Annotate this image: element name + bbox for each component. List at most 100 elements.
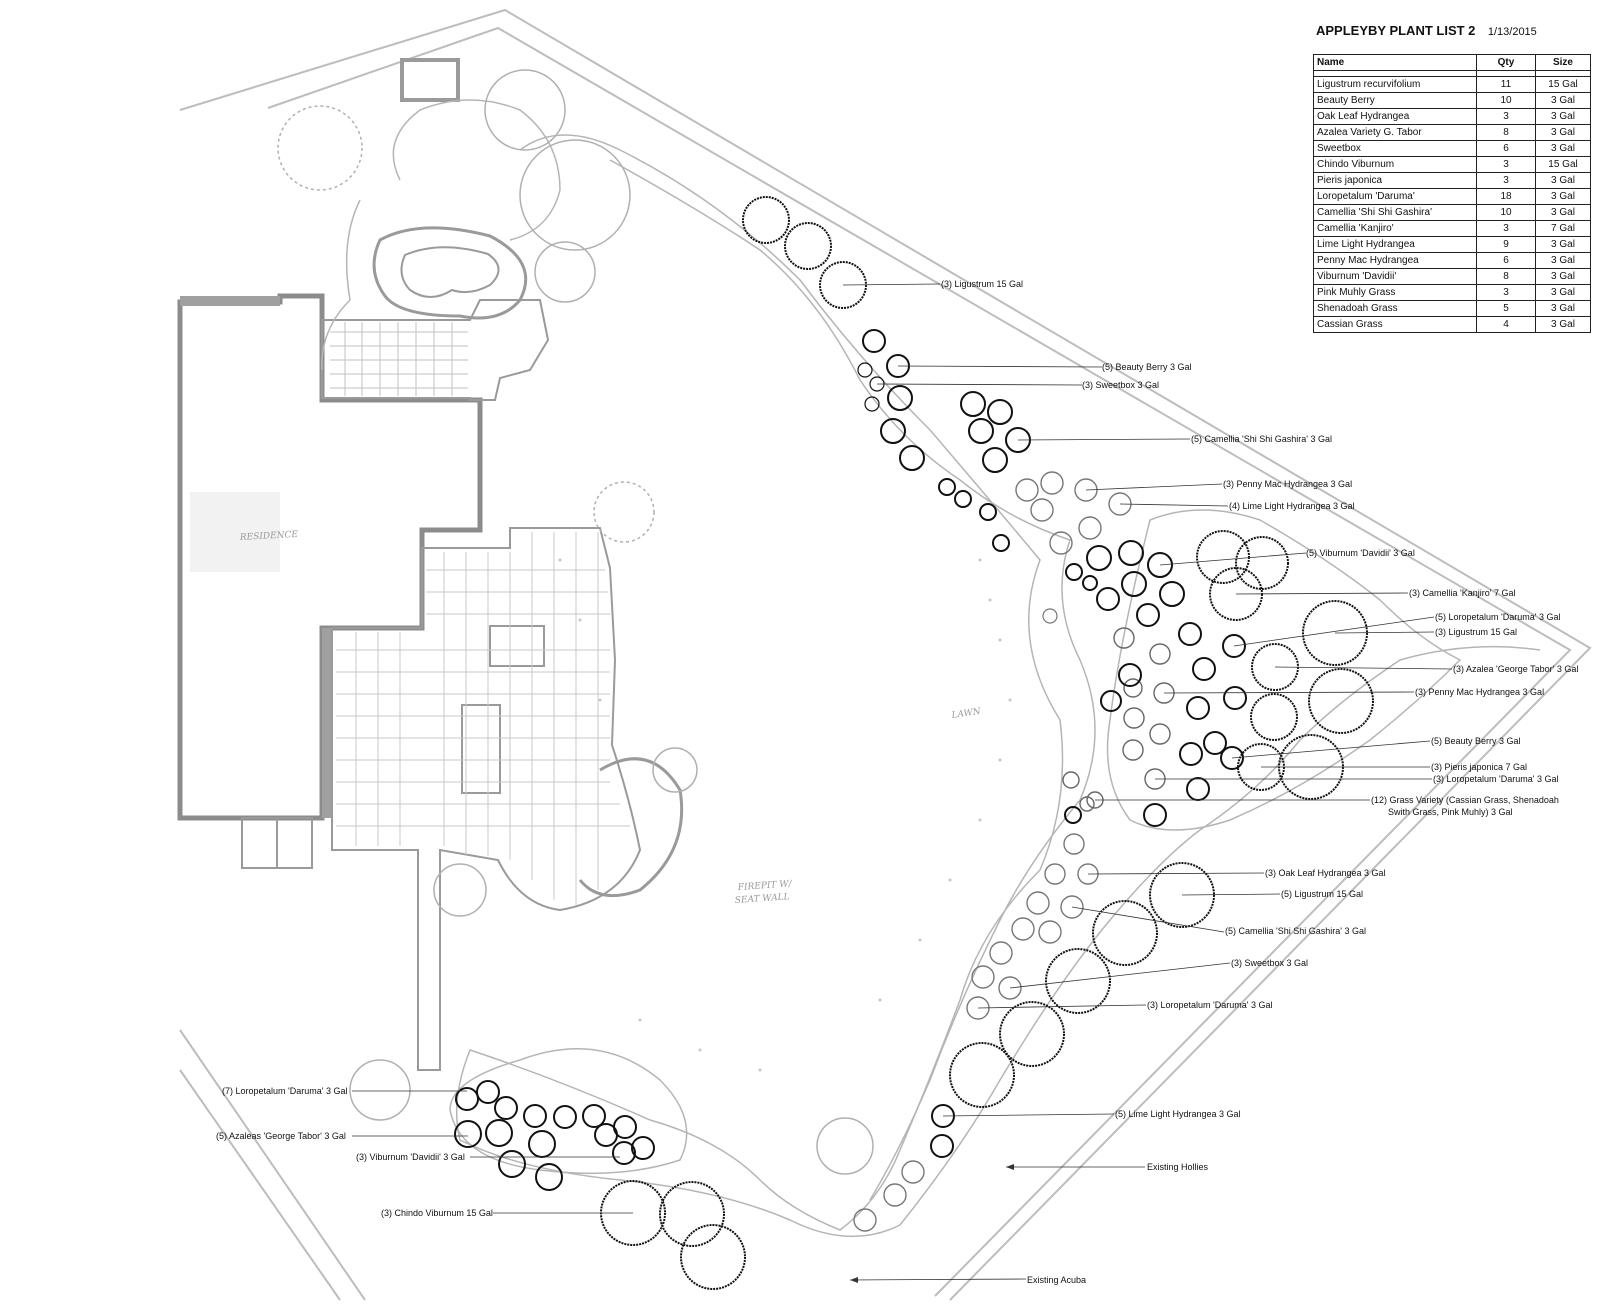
- plant-qty: 3: [1476, 172, 1536, 189]
- plant-qty: 5: [1476, 300, 1536, 317]
- plant-size: 3 Gal: [1535, 124, 1591, 141]
- callout-oak-leaf: (3) Oak Leaf Hydrangea 3 Gal: [1265, 868, 1386, 878]
- callout-penny-mac-top: (3) Penny Mac Hydrangea 3 Gal: [1223, 479, 1352, 489]
- plant-size: 15 Gal: [1535, 156, 1591, 173]
- plant-list-date: 1/13/2015: [1487, 26, 1537, 38]
- plant-qty: 9: [1476, 236, 1536, 253]
- callout-lime-light-top: (4) Lime Light Hydrangea 3 Gal: [1229, 501, 1355, 511]
- main-patio: [331, 527, 684, 1071]
- back-patio-grid: [330, 322, 468, 396]
- plant-qty: 8: [1476, 124, 1536, 141]
- planting-beds: [321, 99, 1541, 1238]
- property-boundary: [179, 8, 1592, 1301]
- plant-size: 3 Gal: [1535, 188, 1591, 205]
- callout-labels: (3) Ligustrum 15 Gal (5) Beauty Berry 3 …: [216, 279, 1578, 1285]
- plant-list-header-row: Name Qty Size: [1313, 54, 1591, 71]
- callout-loropetalum-5: (5) Loropetalum 'Daruma' 3 Gal: [1435, 612, 1561, 622]
- plant-list-title: APPLEYBY PLANT LIST 2: [1316, 23, 1476, 38]
- callout-sweetbox-low: (3) Sweetbox 3 Gal: [1231, 958, 1308, 968]
- plant-list-title-block: APPLEYBY PLANT LIST 2 1/13/2015: [1316, 22, 1537, 40]
- plant-size: 3 Gal: [1535, 316, 1591, 333]
- plant-name: Camellia 'Kanjiro': [1313, 220, 1477, 237]
- callout-ligustrum-top: (3) Ligustrum 15 Gal: [941, 279, 1023, 289]
- callout-pieris: (3) Pieris japonica 7 Gal: [1431, 762, 1527, 772]
- residence-label: RESIDENCE: [239, 530, 299, 543]
- callout-lime-light-low: (5) Lime Light Hydrangea 3 Gal: [1115, 1109, 1241, 1119]
- plant-name: Camellia 'Shi Shi Gashira': [1313, 204, 1477, 221]
- callout-existing-hollies: Existing Hollies: [1147, 1162, 1209, 1172]
- plant-qty: 4: [1476, 316, 1536, 333]
- callout-ligustrum-mid: (3) Ligustrum 15 Gal: [1435, 627, 1517, 637]
- existing-shrubs: [277, 69, 874, 1175]
- plant-name: Shenadoah Grass: [1313, 300, 1477, 317]
- plant-qty: 6: [1476, 140, 1536, 157]
- plant-name: Penny Mac Hydrangea: [1313, 252, 1477, 269]
- plant-name: Chindo Viburnum: [1313, 156, 1477, 173]
- main-patio-grid: [336, 532, 630, 905]
- plant-name: Lime Light Hydrangea: [1313, 236, 1477, 253]
- plant-qty: 11: [1476, 76, 1536, 93]
- plant-size: 3 Gal: [1535, 140, 1591, 157]
- lawn-edge-dots: [558, 558, 1012, 1072]
- callout-viburnum-davidii-low: (3) Viburnum 'Davidii' 3 Gal: [356, 1152, 465, 1162]
- plant-qty: 18: [1476, 188, 1536, 205]
- plant-name: Ligustrum recurvifolium: [1313, 76, 1477, 93]
- plant-qty: 3: [1476, 108, 1536, 125]
- plant-qty: 8: [1476, 268, 1536, 285]
- lawn-label: LAWN: [950, 707, 982, 721]
- back-patio: [321, 58, 550, 401]
- plant-name: Cassian Grass: [1313, 316, 1477, 333]
- callout-loropetalum-3b: (3) Loropetalum 'Daruma' 3 Gal: [1147, 1000, 1273, 1010]
- callout-existing-acuba: Existing Acuba: [1027, 1275, 1086, 1285]
- plant-size: 3 Gal: [1535, 92, 1591, 109]
- plant-name: Beauty Berry: [1313, 92, 1477, 109]
- plant-qty: 10: [1476, 92, 1536, 109]
- callout-camellia-kanjiro: (3) Camellia 'Kanjiro' 7 Gal: [1409, 588, 1515, 598]
- plant-name: Viburnum 'Davidii': [1313, 268, 1477, 285]
- callout-grass-line2: Swith Grass, Pink Muhly) 3 Gal: [1388, 807, 1513, 817]
- callout-grass-line1: (12) Grass Variety (Cassian Grass, Shena…: [1371, 795, 1559, 805]
- plant-qty: 3: [1476, 284, 1536, 301]
- plant-name: Oak Leaf Hydrangea: [1313, 108, 1477, 125]
- plant-qty: 6: [1476, 252, 1536, 269]
- plant-name: Azalea Variety G. Tabor: [1313, 124, 1477, 141]
- plant-name: Pieris japonica: [1313, 172, 1477, 189]
- residence-building: [177, 293, 483, 869]
- plant-size: 3 Gal: [1535, 172, 1591, 189]
- plant-qty: 3: [1476, 220, 1536, 237]
- callout-viburnum-davidii-top: (5) Viburnum 'Davidii' 3 Gal: [1306, 548, 1415, 558]
- callout-arrowheads: [850, 1164, 1014, 1283]
- plant-size: 3 Gal: [1535, 300, 1591, 317]
- plant-size: 15 Gal: [1535, 76, 1591, 93]
- callout-loropetalum-3a: (3) Loropetalum 'Daruma' 3 Gal: [1433, 774, 1559, 784]
- plant-qty: 10: [1476, 204, 1536, 221]
- proposed-plants: [454, 196, 1374, 1290]
- plant-name: Loropetalum 'Daruma': [1313, 188, 1477, 205]
- plant-name: Sweetbox: [1313, 140, 1477, 157]
- plant-size: 3 Gal: [1535, 236, 1591, 253]
- callout-camellia-shishi-low: (5) Camellia 'Shi Shi Gashira' 3 Gal: [1225, 926, 1366, 936]
- callout-azalea-3: (3) Azalea 'George Tabor' 3 Gal: [1453, 664, 1578, 674]
- callout-beauty-berry-top: (5) Beauty Berry 3 Gal: [1102, 362, 1192, 372]
- header-size: Size: [1535, 54, 1591, 71]
- plant-qty: 3: [1476, 156, 1536, 173]
- plant-size: 7 Gal: [1535, 220, 1591, 237]
- callout-ligustrum-5: (5) Ligustrum 15 Gal: [1281, 889, 1363, 899]
- plant-name: Pink Muhly Grass: [1313, 284, 1477, 301]
- firepit-label-line1: FIREPIT W/: [737, 879, 793, 893]
- header-name: Name: [1313, 54, 1477, 71]
